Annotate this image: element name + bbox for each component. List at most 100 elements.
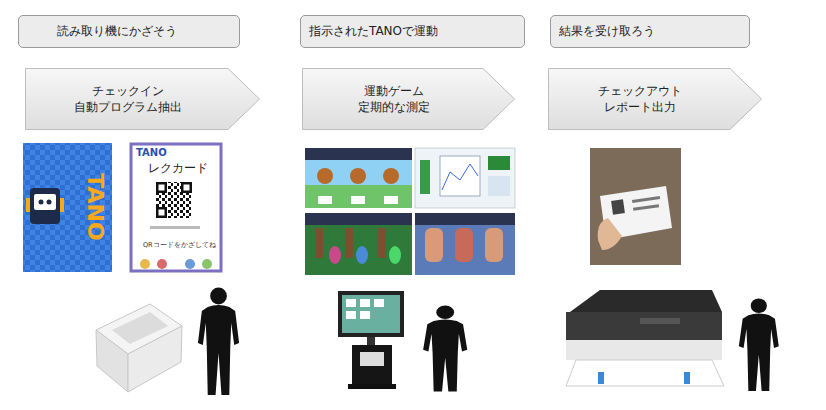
chevron-shape [549,69,762,130]
tano-card [26,198,30,212]
kiosk [374,299,384,307]
kiosk [346,299,356,307]
kiosk [360,352,384,366]
kiosk [352,345,392,385]
tano-card [23,143,112,272]
tano-card [60,198,64,212]
receipt-photo [598,218,622,250]
kiosk [367,337,375,345]
step-chevron: 運動ゲーム 定期的な測定 [302,68,515,130]
rec-card [159,185,165,191]
step-heading: 指示されたTANOで運動 [300,15,525,48]
rec-card [181,182,192,193]
chevron-shape [25,68,260,130]
rec-card [159,210,165,216]
chevron-shape [548,68,762,130]
printer [684,372,690,384]
card-logo: TANO [136,148,167,158]
game-screens [305,148,515,275]
kiosk [346,311,356,319]
step-chevron: チェックアウト レポート出力 [548,68,762,130]
chevron-shape [26,69,260,130]
game-screens [488,156,510,170]
step-text: 運動ゲーム 定期的な測定 [335,83,453,115]
illustration [198,288,239,396]
game-screens [455,228,473,262]
game-screens [420,160,430,194]
game-screens [389,246,401,264]
chevron-shape [303,69,515,130]
game-screens [305,213,412,225]
step-text: 読み取り機にかざそう [57,23,177,39]
game-screens [356,246,368,264]
game-screens [415,213,515,275]
step-chevron: チェックイン 自動プログラム抽出 [25,68,260,130]
step-text: 結果を受け取ろう [559,23,655,39]
tano-card [39,200,44,205]
step-text: チェックイン 自動プログラム抽出 [69,83,187,115]
rec-card [131,144,221,271]
kiosk [360,299,370,307]
chevron-shape [302,68,515,130]
step-heading: 読み取り機にかざそう [18,15,240,48]
step-text: 指示されたTANOで運動 [309,23,438,39]
tano-card [30,188,60,224]
kiosk [348,384,396,389]
printer [566,360,724,386]
rec-card [131,144,221,271]
game-screens [315,228,323,258]
printer [566,312,722,360]
illustration [739,298,779,390]
step-text: チェックアウト レポート出力 [581,83,699,115]
game-screens [384,196,398,204]
kiosk [338,291,404,389]
game-screens [415,148,515,208]
rec-card [202,259,212,269]
game-screens [318,196,332,204]
rec-card [150,226,200,229]
printer [598,372,604,384]
card-note: QRコードをかざしてね [143,242,216,249]
card-logo: TANO [84,173,106,240]
printer [566,290,724,386]
receipt-photo [611,199,625,215]
rec-card [156,182,192,218]
rec-card [156,182,167,193]
printer [570,290,722,312]
rec-card [185,259,195,269]
game-screens [305,213,412,275]
receipt-photo [590,148,681,265]
game-screens [378,228,386,258]
game-screens [329,246,341,264]
game-screens [415,213,515,225]
game-screens [305,148,412,208]
step-heading: 結果を受け取ろう [550,15,750,48]
printer [566,340,722,360]
kiosk [338,291,404,337]
game-screens [351,196,365,204]
rec-card [140,259,150,269]
game-screens [345,228,353,258]
game-screens [440,156,480,196]
card-title: レクカード [148,162,208,174]
rec-card [156,207,167,218]
receipt-photo [633,204,659,211]
tano-card [34,194,56,210]
illustration [423,305,467,391]
kiosk [360,311,370,319]
reader-device [96,330,128,392]
game-screens [317,168,333,184]
game-screens [305,148,412,160]
game-screens [485,228,503,262]
game-screens [442,164,478,190]
game-screens [488,176,510,196]
rec-card [157,259,167,269]
kiosk [342,295,400,333]
receipt-photo [590,148,681,265]
rec-card [184,185,190,191]
reader-device [112,312,168,344]
printer [640,318,680,324]
